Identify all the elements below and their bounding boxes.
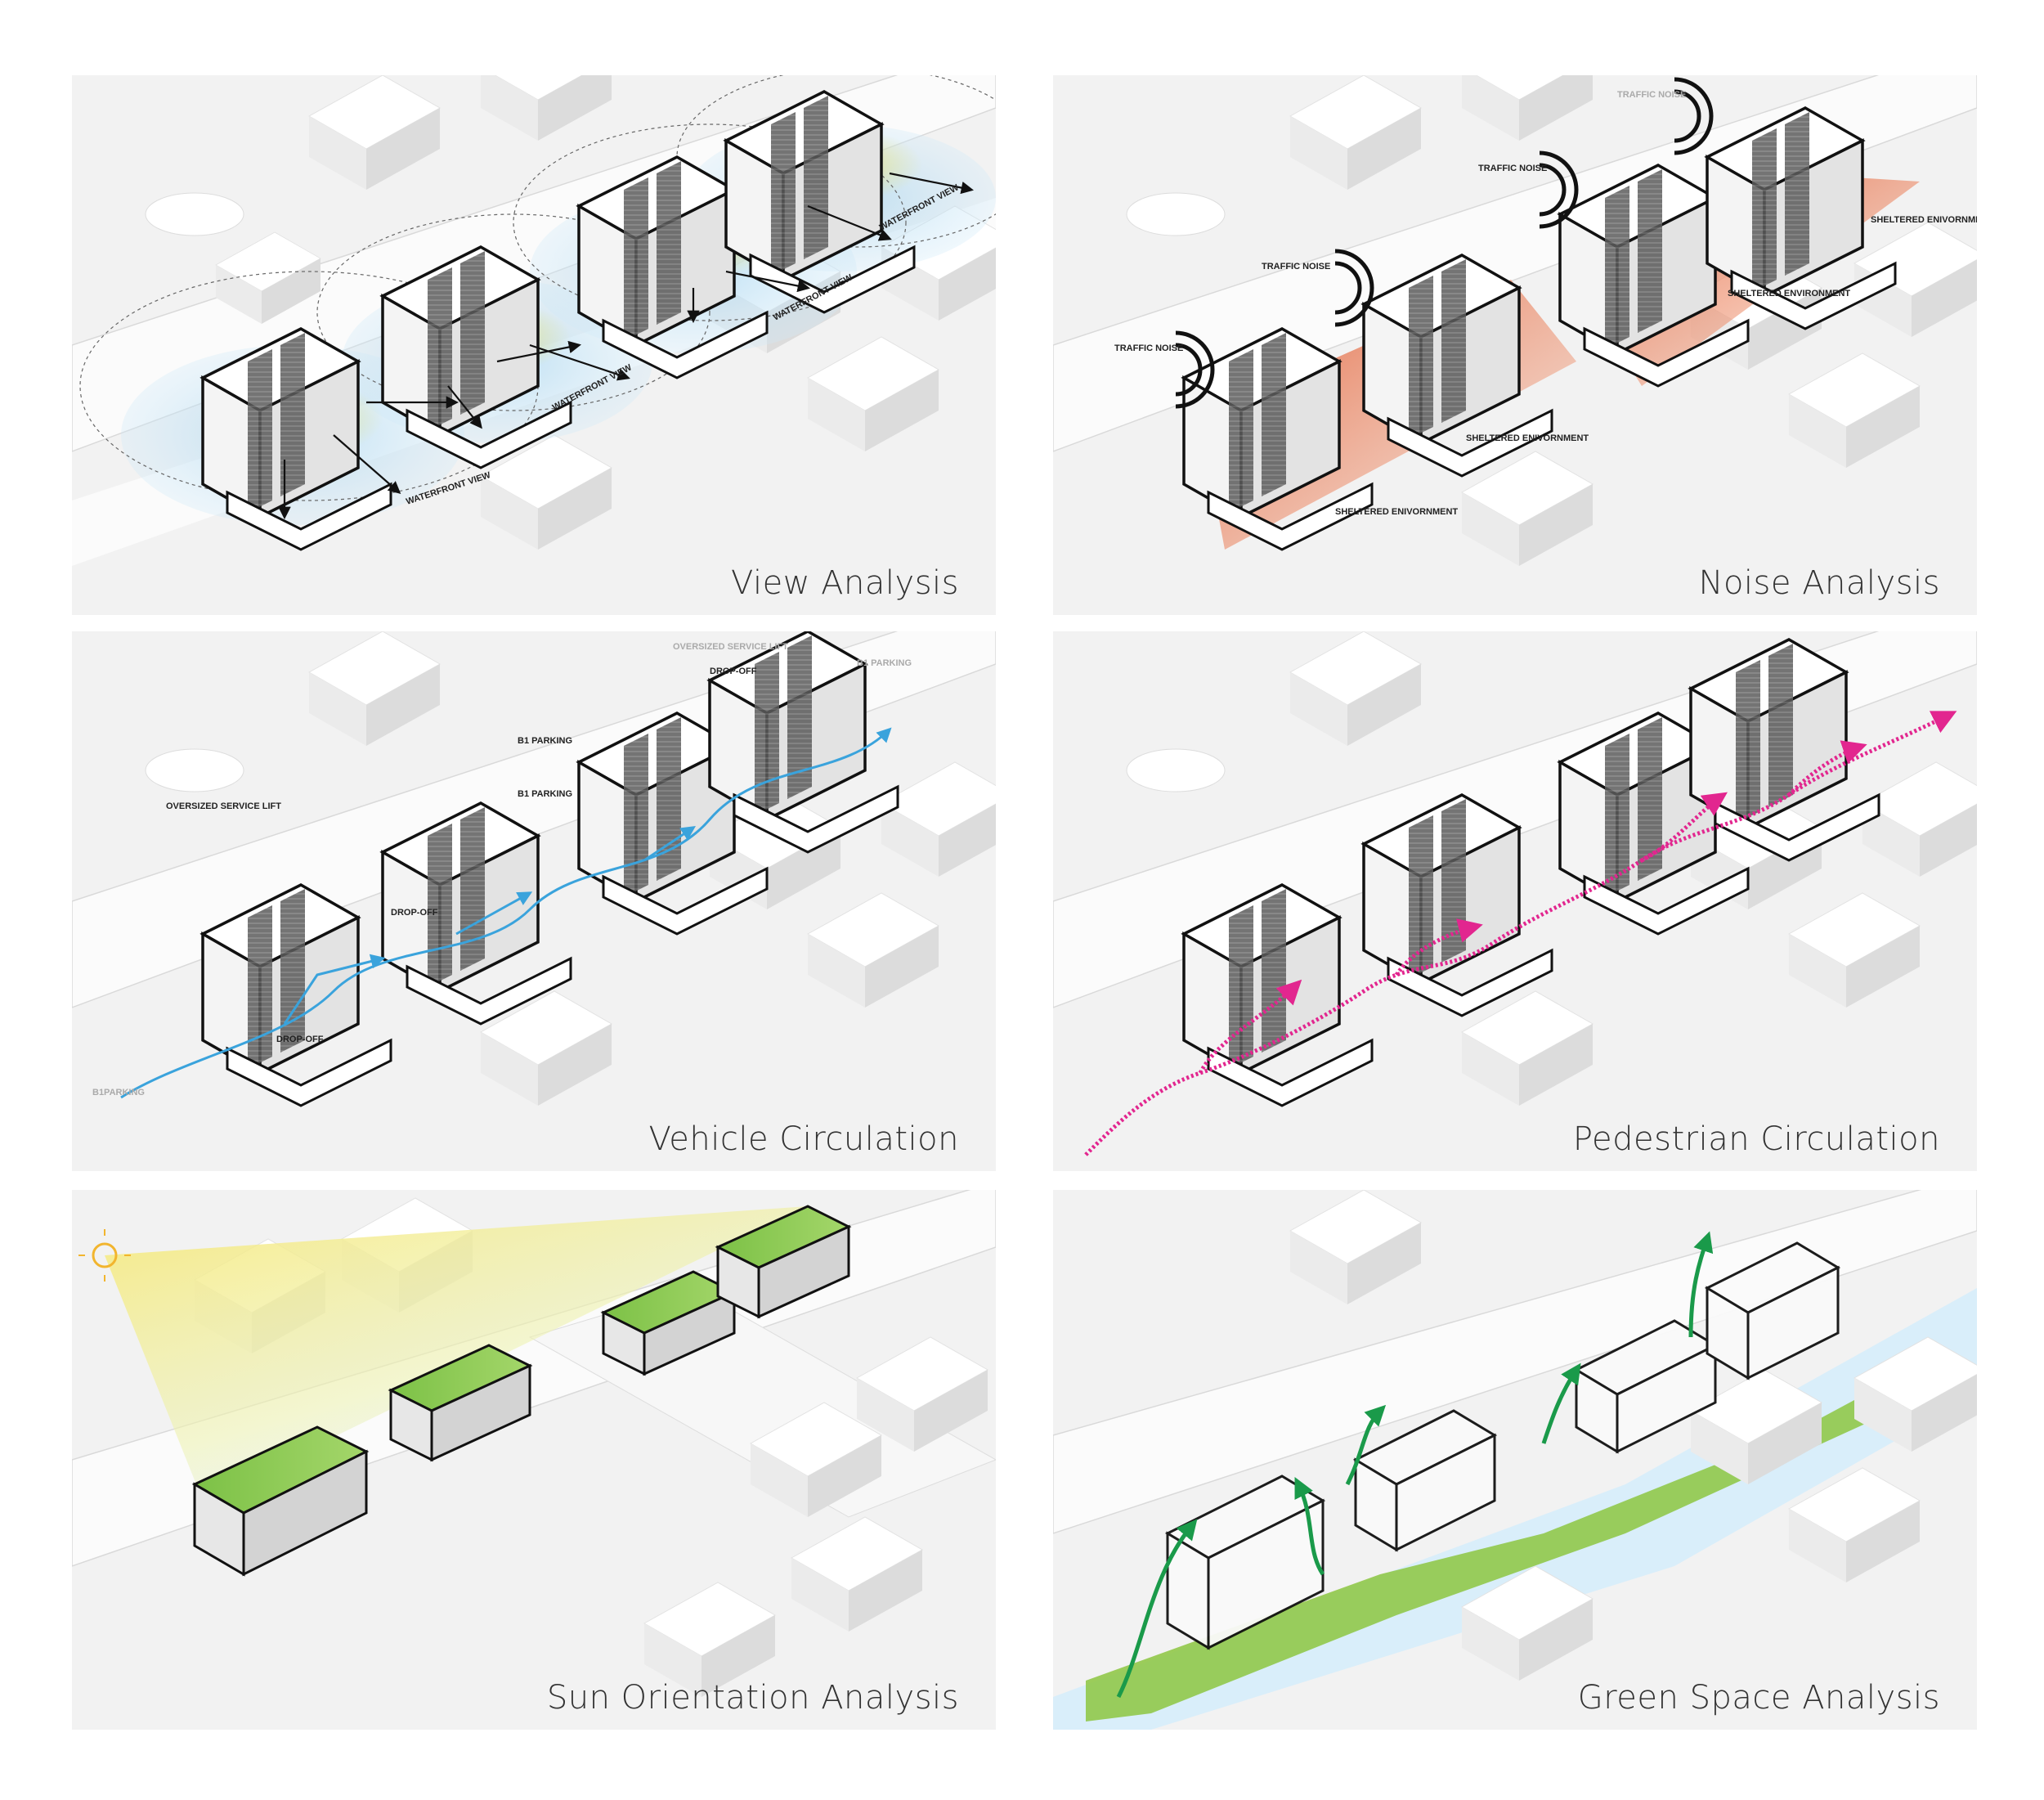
label-b1parking: B1PARKING xyxy=(92,1088,145,1098)
label-drop-off-3: DROP-OFF xyxy=(276,1035,324,1044)
panel-noise-analysis: TRAFFIC NOISE TRAFFIC NOISE TRAFFIC NOIS… xyxy=(1053,75,1977,615)
label-traffic-noise-2: TRAFFIC NOISE xyxy=(1262,262,1330,272)
pedestrian-circulation-diagram xyxy=(1053,631,1977,1171)
panel-sun-orientation: Sun Orientation Analysis xyxy=(72,1190,996,1730)
panel-pedestrian-circulation: Pedestrian Circulation xyxy=(1053,631,1977,1171)
label-sheltered-4: SHELTERED ENIVORNMENT xyxy=(1335,507,1458,517)
label-drop-off-1: DROP-OFF xyxy=(710,667,757,676)
panel-vehicle-circulation: OVERSIZED SERVICE LIFT B1 PARKING DROP-O… xyxy=(72,631,996,1171)
green-space-diagram xyxy=(1053,1190,1977,1730)
label-traffic-noise-4: TRAFFIC NOISE xyxy=(1617,90,1686,100)
label-b1-parking-3: B1 PARKING xyxy=(857,658,912,668)
panel-title: Noise Analysis xyxy=(1698,564,1940,602)
label-b1-parking-1: B1 PARKING xyxy=(518,789,572,799)
vehicle-circulation-diagram: OVERSIZED SERVICE LIFT B1 PARKING DROP-O… xyxy=(72,631,996,1171)
noise-analysis-diagram: TRAFFIC NOISE TRAFFIC NOISE TRAFFIC NOIS… xyxy=(1053,75,1977,615)
terraced-building-3 xyxy=(600,1270,737,1376)
view-analysis-diagram: WATERFRONT VIEW WATERFRONT VIEW WATERFRO… xyxy=(72,75,996,615)
panel-view-analysis: WATERFRONT VIEW WATERFRONT VIEW WATERFRO… xyxy=(72,75,996,615)
label-drop-off-2: DROP-OFF xyxy=(391,908,438,918)
label-oversized-service-lift: OVERSIZED SERVICE LIFT xyxy=(166,801,281,811)
terraced-building-4 xyxy=(715,1205,852,1319)
panel-title: Vehicle Circulation xyxy=(648,1120,959,1158)
sun-orientation-diagram xyxy=(72,1190,996,1730)
terraced-building-2 xyxy=(388,1344,533,1462)
label-sheltered-1: SHELTERED ENIVORNMENT xyxy=(1871,215,1977,225)
panel-title: Green Space Analysis xyxy=(1577,1679,1940,1717)
label-traffic-noise-1: TRAFFIC NOISE xyxy=(1114,343,1183,353)
panel-title: Sun Orientation Analysis xyxy=(546,1679,959,1717)
terraced-building-1 xyxy=(191,1425,370,1577)
label-b1-parking-2: B1 PARKING xyxy=(518,736,572,746)
panel-green-space: Green Space Analysis xyxy=(1053,1190,1977,1730)
panel-title: View Analysis xyxy=(731,564,959,602)
panel-title: Pedestrian Circulation xyxy=(1572,1120,1940,1158)
label-sheltered-2: SHELTERED ENVIRONMENT xyxy=(1728,289,1850,299)
label-traffic-noise-3: TRAFFIC NOISE xyxy=(1478,164,1547,173)
label-sheltered-3: SHELTERED ENIVORNMENT xyxy=(1466,433,1589,443)
label-oversized-service-lift-2: OVERSIZED SERVICE LIFT xyxy=(673,642,788,652)
